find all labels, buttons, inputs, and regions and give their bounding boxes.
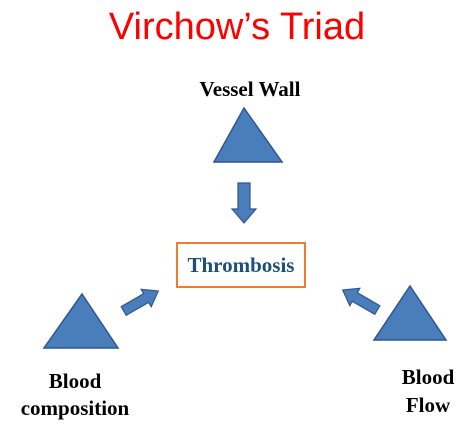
diagram-title: Virchow’s Triad xyxy=(108,6,366,48)
blood-composition-triangle-icon xyxy=(42,292,120,349)
blood-composition-label-line2: composition xyxy=(20,396,130,420)
blood-flow-label-line2: Flow xyxy=(405,393,451,417)
thrombosis-box: Thrombosis xyxy=(176,242,306,288)
blood-flow-triangle-icon xyxy=(372,284,448,341)
arrow-up-right-icon xyxy=(120,288,160,317)
blood-flow-label-line1: Blood xyxy=(401,365,455,389)
arrow-down-icon xyxy=(230,182,258,224)
arrow-up-left-icon xyxy=(341,287,381,316)
thrombosis-label: Thrombosis xyxy=(187,252,295,277)
vessel-wall-label: Vessel Wall xyxy=(199,77,301,101)
vessel-wall-triangle-icon xyxy=(212,106,284,163)
blood-composition-label-line1: Blood xyxy=(48,369,102,393)
